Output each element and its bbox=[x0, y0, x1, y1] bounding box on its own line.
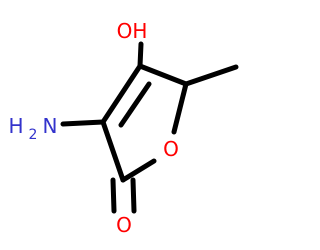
molecule-structure: OH H 2 N O O bbox=[8, 19, 239, 237]
bond-c3-c4-inner bbox=[118, 81, 152, 128]
bond-c2-carbonyl-right bbox=[130, 177, 137, 214]
bond-c4-oh bbox=[137, 41, 144, 69]
amine-subscript-label: 2 bbox=[29, 127, 38, 143]
bond-c3-c4-outer bbox=[100, 63, 143, 125]
bond-c3-nitrogen bbox=[60, 119, 106, 127]
atom-labels: OH H 2 N O O bbox=[8, 19, 178, 237]
bond-ring-oxygen-c2 bbox=[120, 158, 157, 183]
amine-h-label: H bbox=[8, 114, 23, 138]
bond-c5-methyl bbox=[183, 64, 239, 87]
carbonyl-oxygen-label: O bbox=[116, 213, 132, 237]
bond-c4-c5 bbox=[137, 63, 189, 87]
bond-c5-ring-oxygen bbox=[171, 81, 189, 135]
amine-n-label: N bbox=[43, 114, 58, 138]
bond-c2-c3 bbox=[100, 119, 126, 183]
bond-c2-carbonyl-left bbox=[110, 177, 117, 214]
hydroxyl-label: OH bbox=[117, 19, 148, 43]
bonds bbox=[60, 41, 239, 214]
ring-oxygen-label: O bbox=[163, 137, 179, 161]
